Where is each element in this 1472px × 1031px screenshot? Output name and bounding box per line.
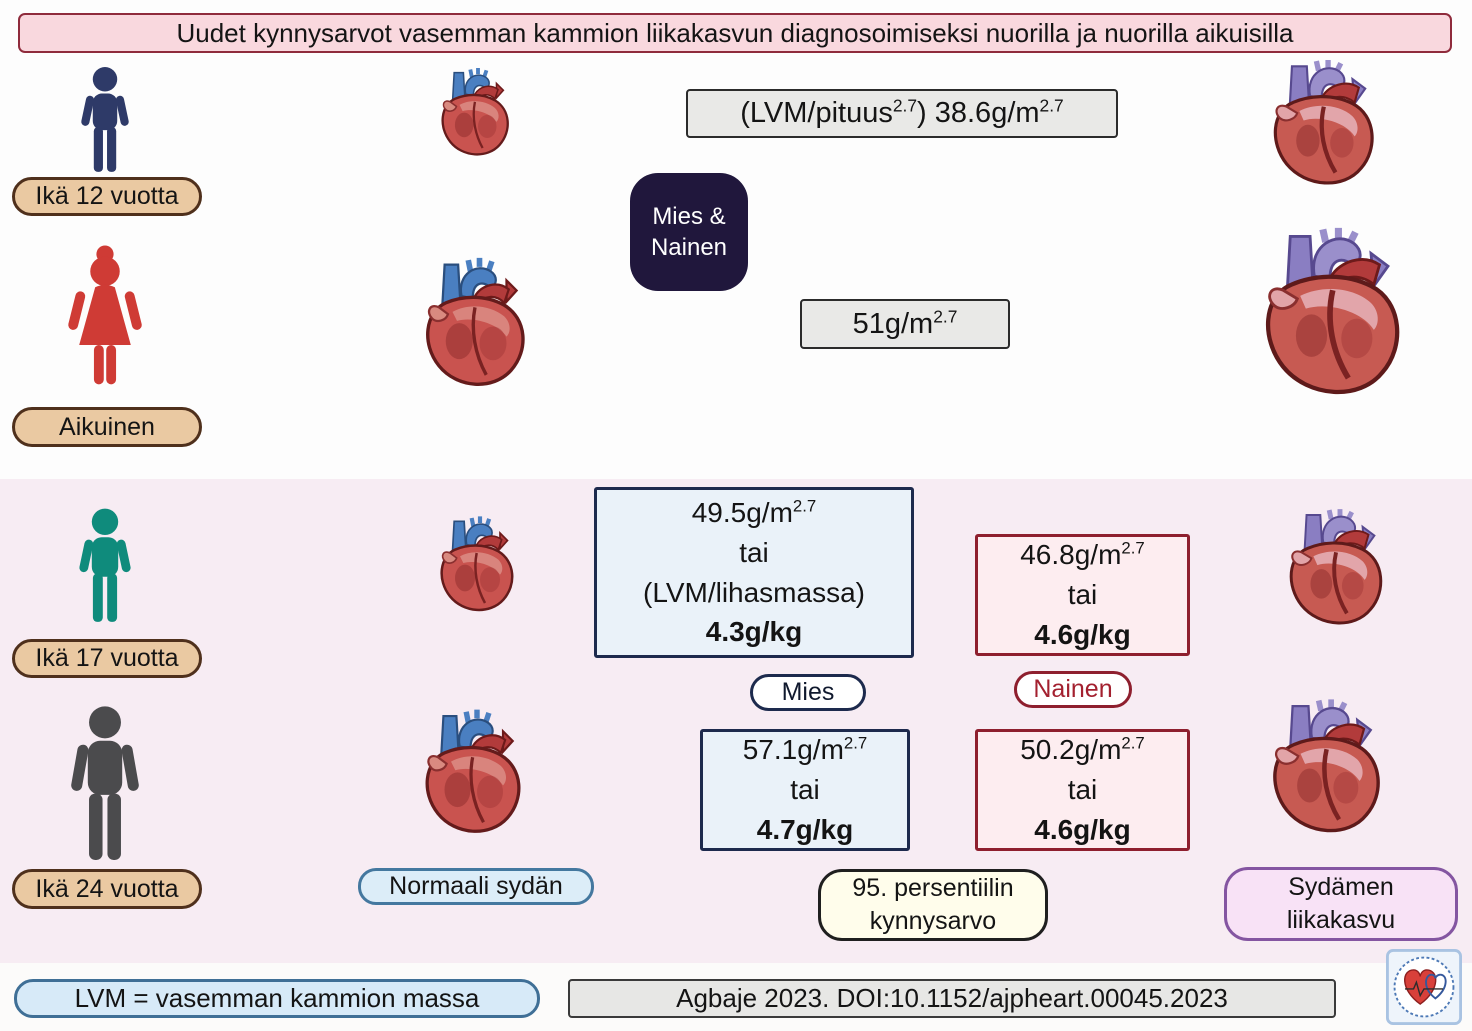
teen-17-figure-icon bbox=[72, 498, 138, 638]
kg-threshold-value: 4.6g/kg bbox=[1034, 813, 1131, 845]
kg-threshold-value: 4.7g/kg bbox=[756, 813, 854, 845]
normal-heart-icon bbox=[430, 503, 530, 638]
hypertrophy-line2: liikakasvu bbox=[1286, 906, 1396, 934]
male-24-threshold-box: 57.1g/m2.7 tai 4.7g/kg bbox=[700, 729, 910, 851]
lvm-muscle-label: (LVM/lihasmassa) bbox=[643, 576, 865, 608]
percentile-threshold-label: 95. persentiilin kynnysarvo bbox=[818, 869, 1048, 941]
threshold-value: 46.8g/m2.7 bbox=[1020, 539, 1145, 571]
lvm-definition-text: LVM = vasemman kammion massa bbox=[74, 983, 480, 1013]
citation-box: Agbaje 2023. DOI:10.1152/ajpheart.00045.… bbox=[568, 979, 1336, 1018]
age-24-text: Ikä 24 vuotta bbox=[35, 874, 179, 903]
adult-woman-figure-icon bbox=[62, 228, 148, 408]
normal-heart-icon bbox=[412, 700, 542, 860]
citation-text: Agbaje 2023. DOI:10.1152/ajpheart.00045.… bbox=[676, 983, 1228, 1013]
age-12-label: Ikä 12 vuotta bbox=[12, 177, 202, 216]
female-badge-text: Nainen bbox=[1033, 675, 1113, 703]
hypertrophied-heart-icon bbox=[1262, 60, 1392, 198]
hypertrophied-heart-icon bbox=[1280, 492, 1398, 654]
kg-threshold-value: 4.6g/kg bbox=[1034, 618, 1131, 650]
threshold-value: 49.5g/m2.7 bbox=[691, 496, 817, 528]
sex-both-badge: Mies & Nainen bbox=[630, 173, 748, 291]
child-12-figure-icon bbox=[72, 66, 138, 178]
normal-heart-label-text: Normaali sydän bbox=[389, 872, 563, 900]
age-17-text: Ikä 17 vuotta bbox=[35, 644, 179, 672]
percentile-line1: 95. persentiilin bbox=[852, 874, 1014, 902]
or-label: tai bbox=[739, 536, 769, 568]
or-label: tai bbox=[790, 774, 820, 806]
hypertrophy-label: Sydämen liikakasvu bbox=[1224, 867, 1458, 941]
threshold-value: 57.1g/m2.7 bbox=[742, 734, 868, 766]
age-17-label: Ikä 17 vuotta bbox=[12, 639, 202, 678]
threshold-value: (LVM/pituus2.7) 38.6g/m2.7 bbox=[740, 95, 1064, 129]
ajp-heart-journal-logo bbox=[1386, 948, 1462, 1026]
sex-both-line2: Nainen bbox=[650, 234, 728, 261]
male-badge: Mies bbox=[750, 674, 866, 711]
normal-heart-icon bbox=[428, 68, 528, 168]
threshold-value: 51g/m2.7 bbox=[852, 305, 958, 340]
man-24-figure-icon bbox=[62, 703, 148, 867]
lvm-height-threshold-box: (LVM/pituus2.7) 38.6g/m2.7 bbox=[686, 89, 1118, 138]
female-24-threshold-box: 50.2g/m2.7 tai 4.6g/kg bbox=[975, 729, 1190, 851]
percentile-line2: kynnysarvo bbox=[869, 907, 997, 935]
hypertrophied-heart-icon bbox=[1262, 682, 1398, 864]
sex-both-line1: Mies & bbox=[652, 202, 726, 230]
normal-heart-label: Normaali sydän bbox=[358, 868, 594, 905]
page-title: Uudet kynnysarvot vasemman kammion liika… bbox=[176, 17, 1294, 48]
hypertrophy-line1: Sydämen bbox=[1288, 873, 1394, 901]
normal-heart-icon bbox=[412, 250, 547, 412]
adult-threshold-box: 51g/m2.7 bbox=[800, 299, 1010, 349]
title-banner: Uudet kynnysarvot vasemman kammion liika… bbox=[18, 13, 1452, 53]
lvm-definition-label: LVM = vasemman kammion massa bbox=[14, 979, 540, 1018]
kg-threshold-value: 4.3g/kg bbox=[705, 616, 803, 648]
adult-label: Aikuinen bbox=[12, 407, 202, 447]
hypertrophied-heart-icon bbox=[1252, 222, 1422, 418]
age-12-text: Ikä 12 vuotta bbox=[35, 182, 179, 210]
or-label: tai bbox=[1067, 774, 1098, 806]
female-badge: Nainen bbox=[1014, 671, 1132, 708]
female-17-threshold-box: 46.8g/m2.7 tai 4.6g/kg bbox=[975, 534, 1190, 656]
or-label: tai bbox=[1067, 579, 1098, 611]
age-24-label: Ikä 24 vuotta bbox=[12, 869, 202, 909]
threshold-value: 50.2g/m2.7 bbox=[1020, 734, 1145, 766]
adult-text: Aikuinen bbox=[59, 412, 155, 441]
male-17-threshold-box: 49.5g/m2.7 tai (LVM/lihasmassa) 4.3g/kg bbox=[594, 487, 914, 658]
male-badge-text: Mies bbox=[781, 678, 835, 706]
